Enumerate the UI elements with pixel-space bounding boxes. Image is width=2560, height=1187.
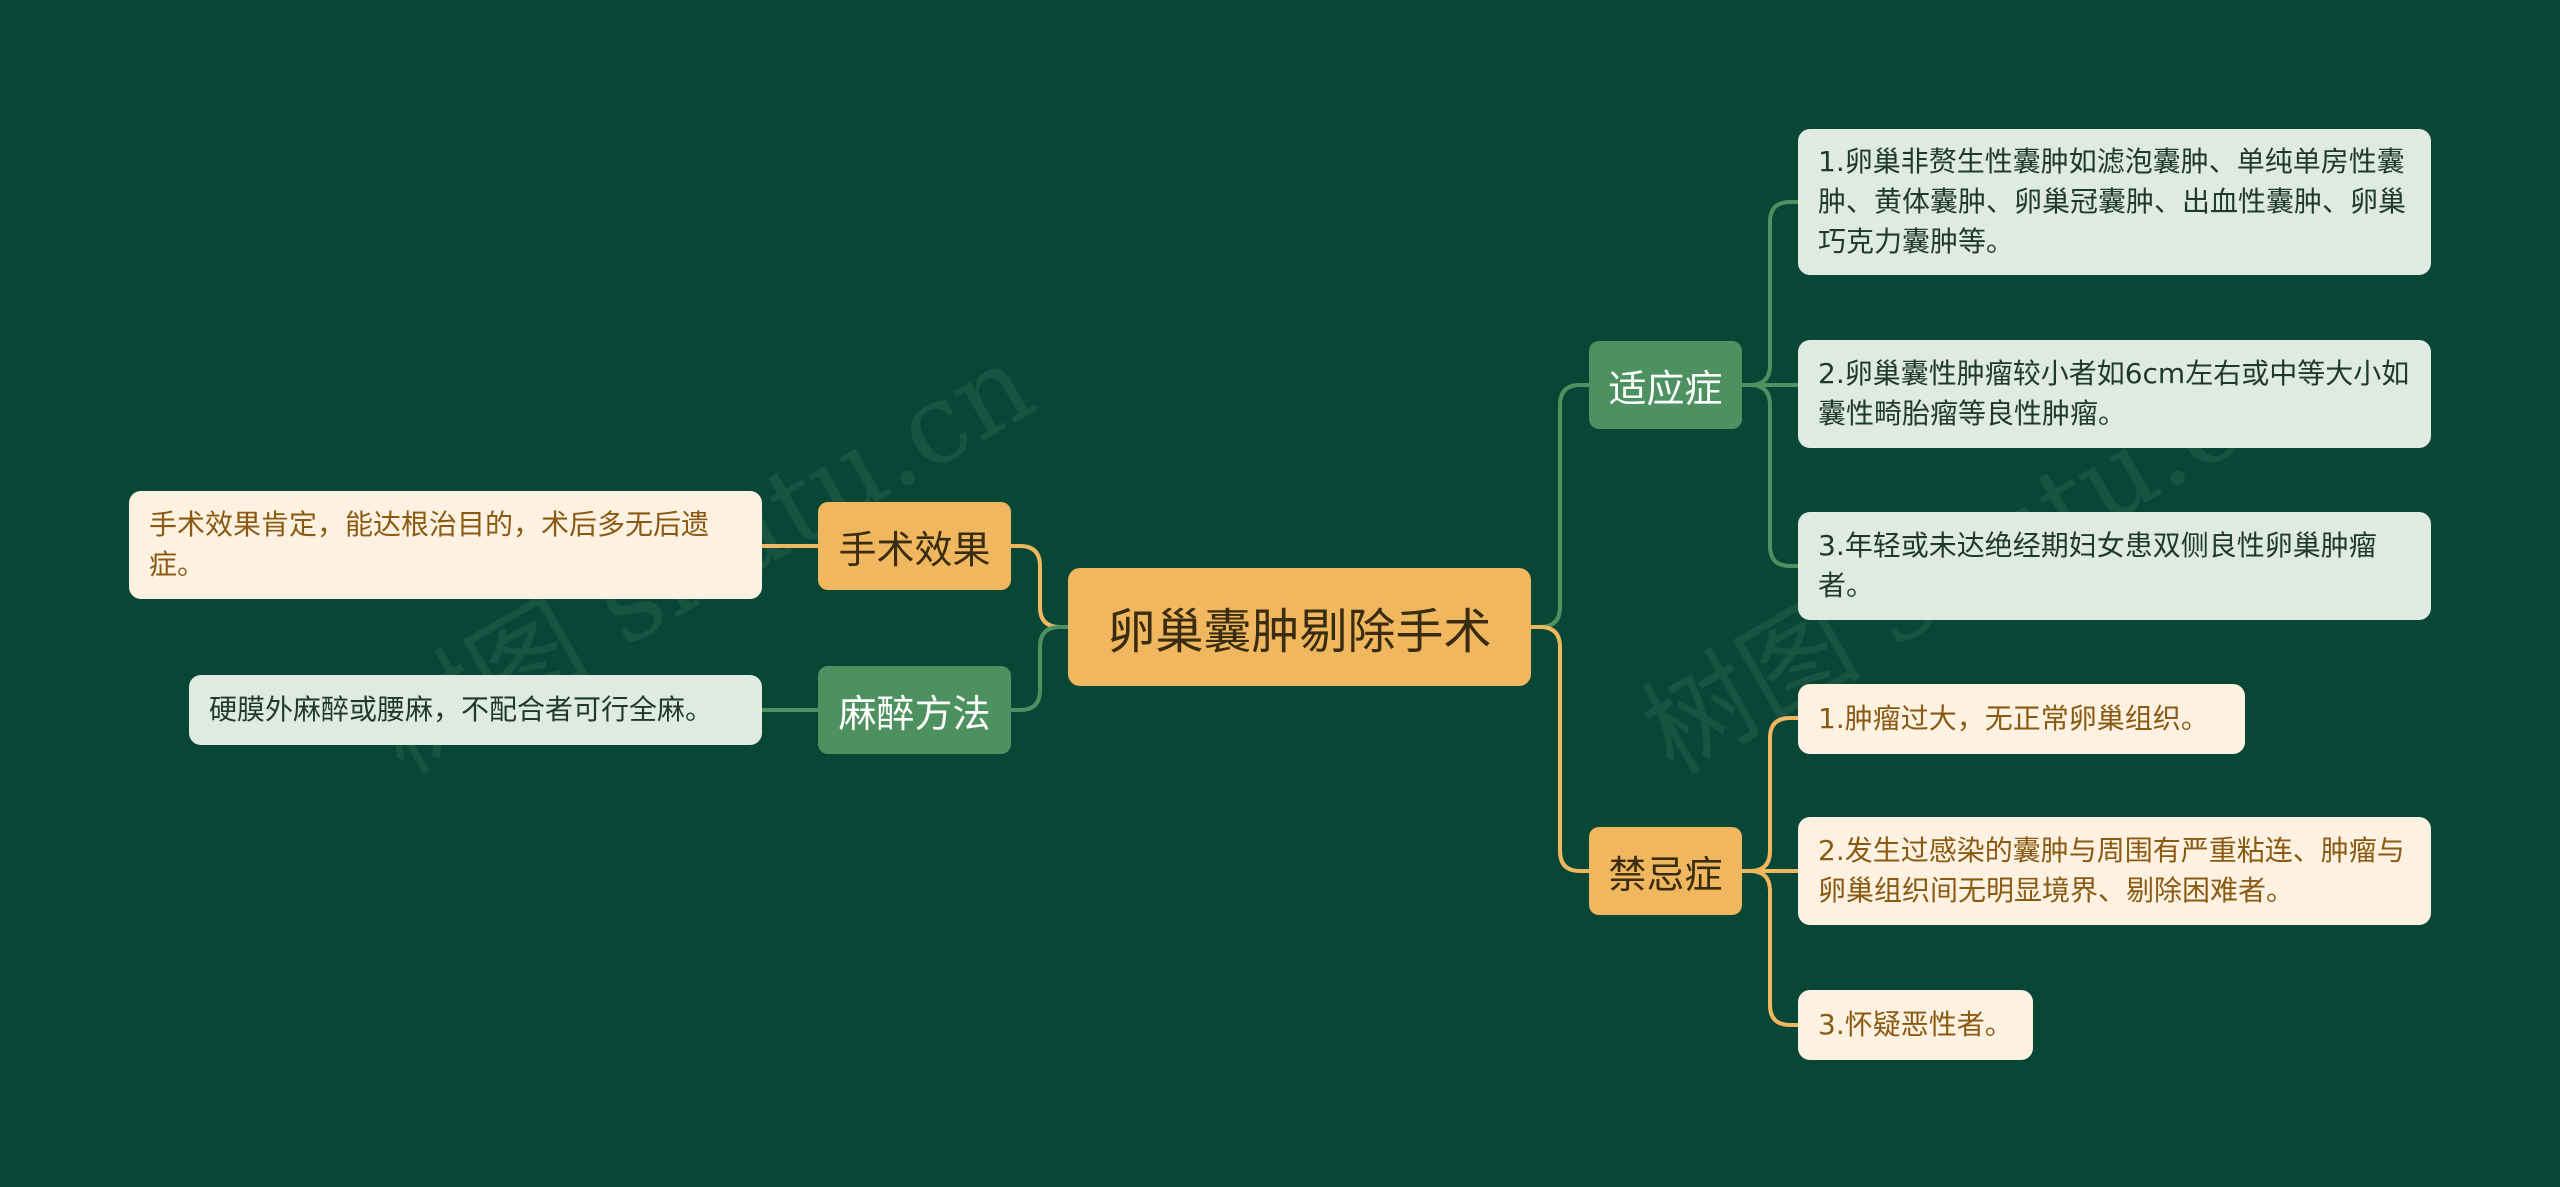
branch-indications[interactable]: 适应症 — [1589, 341, 1742, 429]
leaf-indication-1[interactable]: 1.卵巢非赘生性囊肿如滤泡囊肿、单纯单房性囊肿、黄体囊肿、卵巢冠囊肿、出血性囊肿… — [1798, 129, 2431, 275]
connector-central-to-anesthesia — [1011, 625, 1068, 712]
leaf-surgical-effect[interactable]: 手术效果肯定，能达根治目的，术后多无后遗症。 — [129, 491, 762, 599]
branch-contraindications[interactable]: 禁忌症 — [1589, 827, 1742, 915]
leaf-indication-1-text: 1.卵巢非赘生性囊肿如滤泡囊肿、单纯单房性囊肿、黄体囊肿、卵巢冠囊肿、出血性囊肿… — [1818, 145, 2407, 258]
central-topic[interactable]: 卵巢囊肿剔除手术 — [1068, 568, 1531, 686]
leaf-indication-3-text: 3.年轻或未达绝经期妇女患双侧良性卵巢肿瘤者。 — [1818, 529, 2377, 602]
connector-central-to-contraindications — [1531, 625, 1589, 873]
branch-contraindications-label: 禁忌症 — [1608, 852, 1723, 897]
leaf-contraindication-1-text: 1.肿瘤过大，无正常卵巢组织。 — [1818, 702, 2209, 735]
leaf-anesthesia-method-text: 硬膜外麻醉或腰麻，不配合者可行全麻。 — [209, 693, 714, 726]
branch-surgical-effect-label: 手术效果 — [838, 527, 991, 572]
connector-indications-to-leaf-3 — [1742, 383, 1798, 568]
leaf-anesthesia-method[interactable]: 硬膜外麻醉或腰麻，不配合者可行全麻。 — [189, 675, 762, 745]
connector-central-to-effect — [1011, 544, 1068, 629]
leaf-indication-3[interactable]: 3.年轻或未达绝经期妇女患双侧良性卵巢肿瘤者。 — [1798, 512, 2431, 620]
leaf-contraindication-1[interactable]: 1.肿瘤过大，无正常卵巢组织。 — [1798, 684, 2245, 754]
connector-central-to-indications — [1531, 383, 1589, 629]
connector-contra-to-leaf-3 — [1742, 869, 1798, 1027]
leaf-contraindication-2[interactable]: 2.发生过感染的囊肿与周围有严重粘连、肿瘤与卵巢组织间无明显境界、剔除困难者。 — [1798, 817, 2431, 925]
leaf-indication-2-text: 2.卵巢囊性肿瘤较小者如6cm左右或中等大小如囊性畸胎瘤等良性肿瘤。 — [1818, 357, 2410, 430]
leaf-surgical-effect-text: 手术效果肯定，能达根治目的，术后多无后遗症。 — [149, 508, 710, 581]
leaf-indication-2[interactable]: 2.卵巢囊性肿瘤较小者如6cm左右或中等大小如囊性畸胎瘤等良性肿瘤。 — [1798, 340, 2431, 448]
leaf-contraindication-3-text: 3.怀疑恶性者。 — [1818, 1008, 2013, 1041]
leaf-contraindication-3[interactable]: 3.怀疑恶性者。 — [1798, 990, 2033, 1060]
leaf-contraindication-2-text: 2.发生过感染的囊肿与周围有严重粘连、肿瘤与卵巢组织间无明显境界、剔除困难者。 — [1818, 834, 2405, 907]
branch-anesthesia-method-label: 麻醉方法 — [838, 691, 991, 736]
branch-indications-label: 适应症 — [1608, 366, 1723, 411]
central-topic-label: 卵巢囊肿剔除手术 — [1107, 604, 1492, 660]
branch-surgical-effect[interactable]: 手术效果 — [818, 502, 1011, 590]
connector-indications-to-leaf-1 — [1742, 200, 1798, 387]
connector-contra-to-leaf-1 — [1742, 716, 1798, 873]
branch-anesthesia-method[interactable]: 麻醉方法 — [818, 666, 1011, 754]
